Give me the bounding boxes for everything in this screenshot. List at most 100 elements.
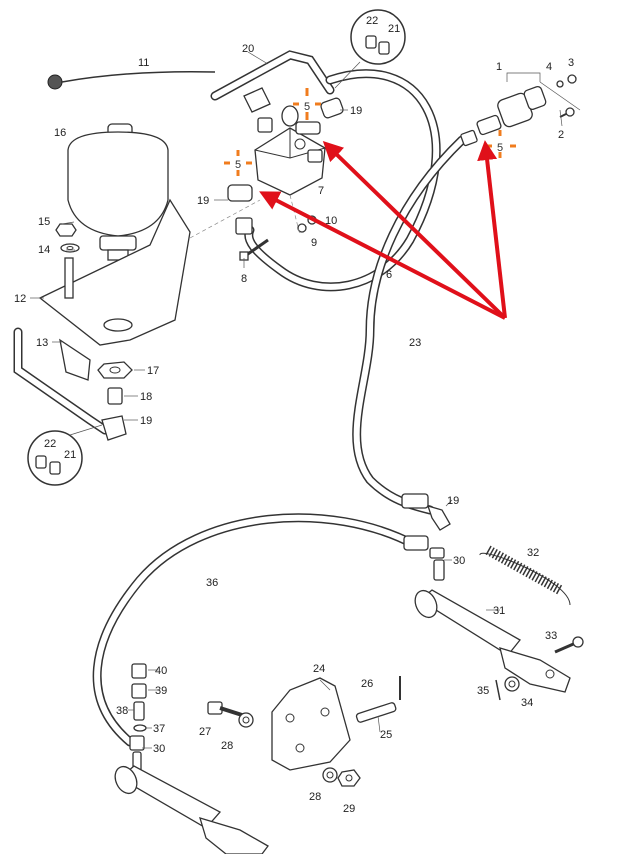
label-27: 27 — [199, 726, 211, 738]
marker-5-top — [293, 88, 321, 120]
detail-circle-top — [334, 9, 406, 89]
label-11: 11 — [138, 57, 149, 69]
oring-9 — [297, 223, 307, 233]
red-arrows — [259, 140, 507, 320]
label-1: 1 — [496, 61, 502, 73]
spring-32 — [479, 545, 571, 606]
bolt-27 — [207, 701, 243, 717]
fitting-39 — [131, 683, 147, 699]
label-19-right: 19 — [447, 495, 459, 507]
label-8: 8 — [241, 273, 247, 285]
oring-37 — [133, 724, 147, 732]
label-6: 6 — [386, 269, 392, 281]
label-29: 29 — [343, 803, 355, 815]
label-20: 20 — [242, 43, 254, 55]
detail-circle-left — [27, 424, 103, 486]
pin-33 — [554, 636, 584, 654]
pin-25 — [355, 702, 397, 723]
label-25: 25 — [380, 729, 392, 741]
label-40: 40 — [155, 665, 167, 677]
label-4: 4 — [546, 61, 552, 73]
washer-28-a — [238, 712, 254, 728]
label-13: 13 — [36, 337, 48, 349]
label-22-left: 22 — [44, 438, 56, 450]
label-19-left: 19 — [140, 415, 152, 427]
bracket-12 — [38, 198, 191, 381]
label-36: 36 — [206, 577, 218, 589]
label-9: 9 — [311, 237, 317, 249]
label-5-left: 5 — [235, 159, 241, 171]
label-23: 23 — [409, 337, 421, 349]
cap-40 — [131, 663, 147, 679]
label-10: 10 — [325, 215, 337, 227]
label-34: 34 — [521, 697, 533, 709]
elbow-19-right — [401, 493, 451, 531]
fitting-19-block-left — [227, 184, 253, 235]
nut-17 — [97, 361, 133, 379]
label-32: 32 — [527, 547, 539, 559]
cylinder-31 — [414, 589, 571, 693]
hose-23 — [352, 135, 467, 515]
label-7: 7 — [318, 185, 324, 197]
label-24: 24 — [313, 663, 325, 675]
label-19-block-top: 19 — [350, 105, 362, 117]
washer-4 — [556, 80, 564, 88]
label-17: 17 — [147, 365, 159, 377]
washer-34 — [504, 676, 520, 692]
label-28-b: 28 — [309, 791, 321, 803]
marker-5-right — [486, 130, 516, 158]
wire-11 — [47, 70, 216, 90]
label-35: 35 — [477, 685, 489, 697]
elbow-19-left — [101, 415, 127, 441]
valve-block-7 — [254, 127, 326, 196]
label-30-left: 30 — [153, 743, 165, 755]
fitting-block-side — [307, 149, 323, 163]
label-19-block-left: 19 — [197, 195, 209, 207]
hose-6 — [244, 69, 441, 292]
label-21-left: 21 — [64, 449, 76, 461]
leader-lines — [30, 51, 563, 749]
washer-28-b — [322, 767, 338, 783]
label-39: 39 — [155, 685, 167, 697]
label-21-top: 21 — [388, 23, 400, 35]
label-14: 14 — [38, 244, 50, 256]
cylinder-bottom — [114, 765, 269, 854]
fitting-38 — [133, 701, 145, 721]
fitting-block-top-elbow — [243, 87, 273, 133]
marker-5-left — [224, 150, 252, 176]
washer-3 — [567, 74, 577, 84]
label-26: 26 — [361, 678, 373, 690]
label-28-a: 28 — [221, 740, 233, 752]
fitting-18 — [107, 387, 123, 405]
hose-36 — [92, 513, 420, 747]
pipe-20 — [210, 50, 335, 101]
label-15: 15 — [38, 216, 50, 228]
screw-2 — [559, 107, 575, 118]
cotter-35 — [495, 679, 501, 701]
part-labels: 1 2 3 4 5 5 5 6 7 8 9 10 11 12 13 14 15 … — [14, 15, 574, 815]
label-18: 18 — [140, 391, 152, 403]
fitting-19-block-top — [320, 97, 344, 119]
fitting-block-mid — [281, 105, 321, 135]
accumulator-16 — [67, 123, 169, 261]
label-30-right: 30 — [453, 555, 465, 567]
label-22-top: 22 — [366, 15, 378, 27]
label-12: 12 — [14, 293, 26, 305]
bracket-24 — [271, 677, 351, 771]
nut-29 — [337, 769, 361, 787]
label-16: 16 — [54, 127, 66, 139]
label-2: 2 — [558, 129, 564, 141]
pipe-13 — [13, 327, 110, 435]
washer-14 — [60, 243, 80, 253]
label-5-right: 5 — [497, 142, 503, 154]
coupling-1 — [460, 86, 547, 147]
nut-15 — [55, 223, 77, 237]
label-31: 31 — [493, 605, 505, 617]
label-37: 37 — [153, 723, 165, 735]
label-5-top: 5 — [304, 101, 310, 113]
label-38: 38 — [116, 705, 128, 717]
fitting-30-right — [403, 535, 445, 581]
label-3: 3 — [568, 57, 574, 69]
